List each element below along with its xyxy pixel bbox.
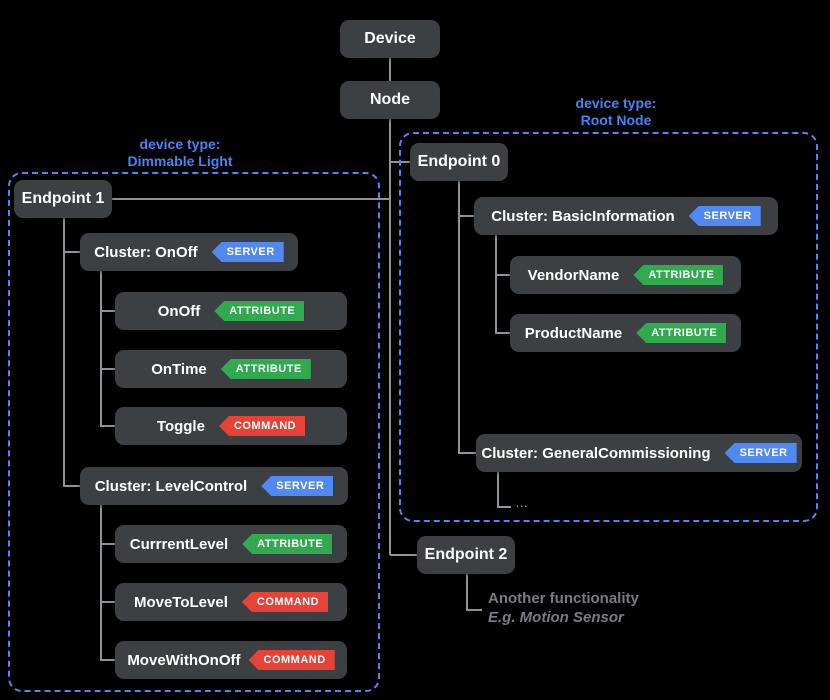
endpoint0-label: Endpoint 0 xyxy=(417,153,501,170)
endpoint2-note: Another functionality E.g. Motion Sensor xyxy=(488,589,639,627)
connector-line xyxy=(466,574,468,611)
device-label: Device xyxy=(364,30,416,47)
connector-line xyxy=(100,543,115,545)
attribute-ontime-label: OnTime xyxy=(151,360,207,378)
connector-line xyxy=(497,472,499,508)
connector-line xyxy=(100,310,115,312)
endpoint2-box: Endpoint 2 xyxy=(417,536,515,574)
connector-line xyxy=(100,659,115,661)
attribute-currentlevel-label: CurrrentLevel xyxy=(129,535,229,553)
connector-line xyxy=(100,601,115,603)
endpoint2-label: Endpoint 2 xyxy=(424,546,508,563)
connector-line xyxy=(100,368,115,370)
attribute-onoff-label: OnOff xyxy=(157,302,201,320)
command-movetolevel-box: MoveToLevel COMMAND xyxy=(115,583,347,621)
connector-line xyxy=(495,274,510,276)
cluster-onoff-box: Cluster: OnOff SERVER xyxy=(80,233,298,271)
connector-line xyxy=(495,332,510,334)
cluster-generalcommissioning-label: Cluster: GeneralCommissioning xyxy=(481,444,711,462)
cluster-generalcommissioning-box: Cluster: GeneralCommissioning SERVER xyxy=(476,434,802,472)
server-badge: SERVER xyxy=(211,242,284,262)
connector-line xyxy=(458,452,476,454)
connector-line xyxy=(497,506,511,508)
command-toggle-box: Toggle COMMAND xyxy=(115,407,347,445)
device-type-name: Root Node xyxy=(580,112,652,128)
device-type-label: device type: xyxy=(139,136,221,152)
connector-line xyxy=(63,485,80,487)
cluster-levelcontrol-label: Cluster: LevelControl xyxy=(94,477,248,495)
attribute-badge: ATTRIBUTE xyxy=(633,265,724,285)
attribute-productname-label: ProductName xyxy=(524,324,623,342)
attribute-onoff-box: OnOff ATTRIBUTE xyxy=(115,292,347,330)
connector-line xyxy=(100,505,102,660)
node-label: Node xyxy=(370,91,410,108)
connector-line xyxy=(389,119,391,555)
connector-line xyxy=(458,215,474,217)
device-box: Device xyxy=(340,20,440,58)
command-badge: COMMAND xyxy=(218,416,306,436)
server-badge: SERVER xyxy=(724,443,797,463)
connector-line xyxy=(63,218,65,486)
attribute-ontime-box: OnTime ATTRIBUTE xyxy=(115,350,347,388)
cluster-basicinformation-box: Cluster: BasicInformation SERVER xyxy=(474,197,778,235)
root-node-group-border xyxy=(399,132,818,522)
server-badge: SERVER xyxy=(688,206,761,226)
attribute-badge: ATTRIBUTE xyxy=(242,534,333,554)
command-movewithonoff-box: MoveWithOnOff COMMAND xyxy=(115,641,347,679)
attribute-vendorname-box: VendorName ATTRIBUTE xyxy=(510,256,741,294)
connector-line xyxy=(112,198,390,200)
command-movewithonoff-label: MoveWithOnOff xyxy=(127,651,241,669)
connector-line xyxy=(495,235,497,334)
command-badge: COMMAND xyxy=(241,592,329,612)
device-type-label: device type: xyxy=(575,95,657,111)
attribute-badge: ATTRIBUTE xyxy=(220,359,311,379)
endpoint1-box: Endpoint 1 xyxy=(14,180,112,218)
attribute-badge: ATTRIBUTE xyxy=(636,323,727,343)
endpoint0-box: Endpoint 0 xyxy=(410,143,508,181)
device-type-name: Dimmable Light xyxy=(127,153,233,169)
attribute-currentlevel-box: CurrrentLevel ATTRIBUTE xyxy=(115,525,347,563)
cluster-basicinformation-label: Cluster: BasicInformation xyxy=(491,207,675,225)
endpoint1-label: Endpoint 1 xyxy=(21,190,105,207)
connector-line xyxy=(466,609,482,611)
connector-line xyxy=(100,425,115,427)
command-badge: COMMAND xyxy=(248,650,335,670)
server-badge: SERVER xyxy=(261,476,334,496)
attribute-vendorname-label: VendorName xyxy=(527,266,620,284)
attribute-productname-box: ProductName ATTRIBUTE xyxy=(510,314,741,352)
more-content-ellipsis: ... xyxy=(516,499,529,510)
connector-line xyxy=(390,554,417,556)
attribute-badge: ATTRIBUTE xyxy=(214,301,305,321)
endpoint2-note-line1: Another functionality xyxy=(488,590,639,607)
connector-line xyxy=(63,251,80,253)
connector-line xyxy=(100,271,102,426)
connector-line xyxy=(458,181,460,453)
command-toggle-label: Toggle xyxy=(156,417,205,435)
dimmable-light-group-border xyxy=(8,172,380,692)
endpoint2-note-line2: E.g. Motion Sensor xyxy=(488,609,624,626)
node-box: Node xyxy=(340,81,440,119)
dimmable-light-group-title: device type: Dimmable Light xyxy=(70,136,290,170)
connector-line xyxy=(389,58,391,81)
root-node-group-title: device type: Root Node xyxy=(506,95,726,129)
command-movetolevel-label: MoveToLevel xyxy=(133,593,228,611)
cluster-onoff-label: Cluster: OnOff xyxy=(94,243,198,261)
cluster-levelcontrol-box: Cluster: LevelControl SERVER xyxy=(80,467,348,505)
